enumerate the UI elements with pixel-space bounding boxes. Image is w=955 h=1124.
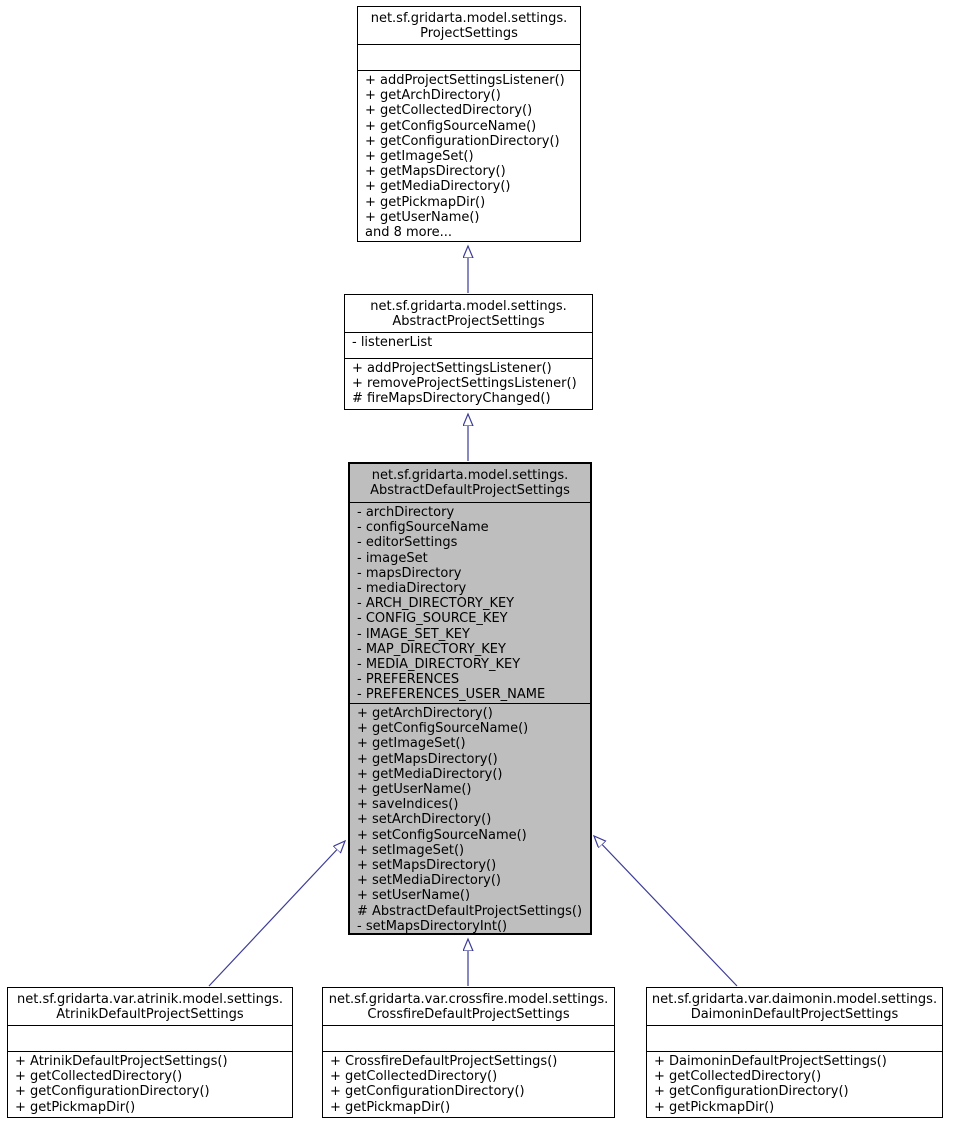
class-box-project-settings[interactable]: net.sf.gridarta.model.settings. ProjectS…	[357, 6, 581, 242]
class-methods: + addProjectSettingsListener() + getArch…	[365, 73, 565, 241]
class-box-abstract-project-settings[interactable]: net.sf.gridarta.model.settings. Abstract…	[344, 294, 593, 410]
class-name: net.sf.gridarta.model.settings. ProjectS…	[358, 7, 580, 45]
class-attributes	[323, 1026, 614, 1052]
class-methods: + CrossfireDefaultProjectSettings() + ge…	[330, 1054, 558, 1115]
class-attributes: - archDirectory - configSourceName - edi…	[350, 503, 590, 704]
inheritance-arrow-daimonin-to-abstractdefault	[594, 836, 738, 987]
inheritance-arrow-atrinik-to-abstractdefault	[208, 841, 345, 987]
class-methods: + AtrinikDefaultProjectSettings() + getC…	[15, 1054, 228, 1115]
class-methods: + addProjectSettingsListener() + removeP…	[352, 361, 577, 407]
class-attributes: - listenerList	[345, 333, 592, 359]
class-name: net.sf.gridarta.var.daimonin.model.setti…	[647, 988, 942, 1026]
class-name: net.sf.gridarta.model.settings. Abstract…	[350, 464, 590, 503]
class-attributes	[647, 1026, 942, 1052]
class-name: net.sf.gridarta.var.atrinik.model.settin…	[8, 988, 292, 1026]
class-box-abstract-default-project-settings: net.sf.gridarta.model.settings. Abstract…	[348, 462, 592, 935]
class-name: net.sf.gridarta.model.settings. Abstract…	[345, 295, 592, 333]
class-name: net.sf.gridarta.var.crossfire.model.sett…	[323, 988, 614, 1026]
class-box-daimonin-default-project-settings[interactable]: net.sf.gridarta.var.daimonin.model.setti…	[646, 987, 943, 1118]
class-box-crossfire-default-project-settings[interactable]: net.sf.gridarta.var.crossfire.model.sett…	[322, 987, 615, 1118]
class-methods: + DaimoninDefaultProjectSettings() + get…	[654, 1054, 887, 1115]
class-attributes	[8, 1026, 292, 1052]
class-attributes	[358, 45, 580, 71]
class-box-atrinik-default-project-settings[interactable]: net.sf.gridarta.var.atrinik.model.settin…	[7, 987, 293, 1118]
class-methods: + getArchDirectory() + getConfigSourceNa…	[357, 706, 583, 933]
